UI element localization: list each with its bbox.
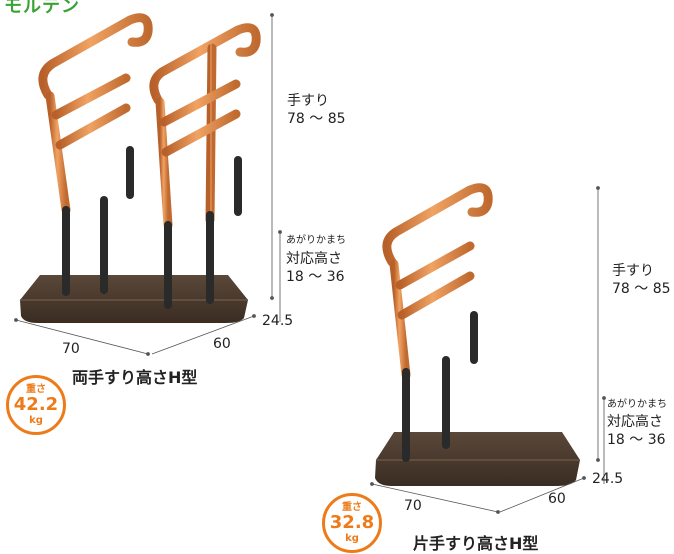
double-handrail-label: 手すり [287,93,329,109]
double-weight-value: 42.2 [13,394,59,415]
brand-name: モルテン [4,0,80,17]
double-step-label-small: あがりかまち [286,235,346,246]
double-weight-unit: kg [29,415,43,426]
double-handrail-range: 78 ～ 85 [287,111,346,127]
single-handrail-unit [375,183,580,486]
double-dimension-lines [14,13,282,356]
single-handrail-range: 78 ～ 85 [612,281,671,297]
single-width: 70 [404,498,422,514]
single-base-height: 24.5 [592,471,624,487]
single-step-label-small: あがりかまち [607,399,667,410]
double-handrail-unit [20,13,261,323]
single-dimension-lines [370,186,606,514]
single-weight-unit: kg [345,533,359,544]
double-product-title: 両手すり高さH型 [72,368,198,387]
single-handrail-label: 手すり [612,263,654,279]
single-weight-badge: 重さ 32.8 kg [322,493,382,553]
double-weight-badge: 重さ 42.2 kg [6,375,66,435]
double-depth: 60 [213,336,231,352]
double-step-range: 18 ～ 36 [286,269,345,285]
double-step-label: 対応高さ [286,251,342,267]
single-step-label: 対応高さ [607,414,663,430]
double-base-height: 24.5 [262,313,294,329]
single-product-title: 片手すり高さH型 [413,534,539,553]
double-width: 70 [62,341,80,357]
single-weight-label: 重さ [342,502,362,513]
single-depth: 60 [548,491,566,507]
single-weight-value: 32.8 [329,512,375,533]
double-weight-label: 重さ [26,384,46,395]
single-step-range: 18 ～ 36 [607,432,666,448]
